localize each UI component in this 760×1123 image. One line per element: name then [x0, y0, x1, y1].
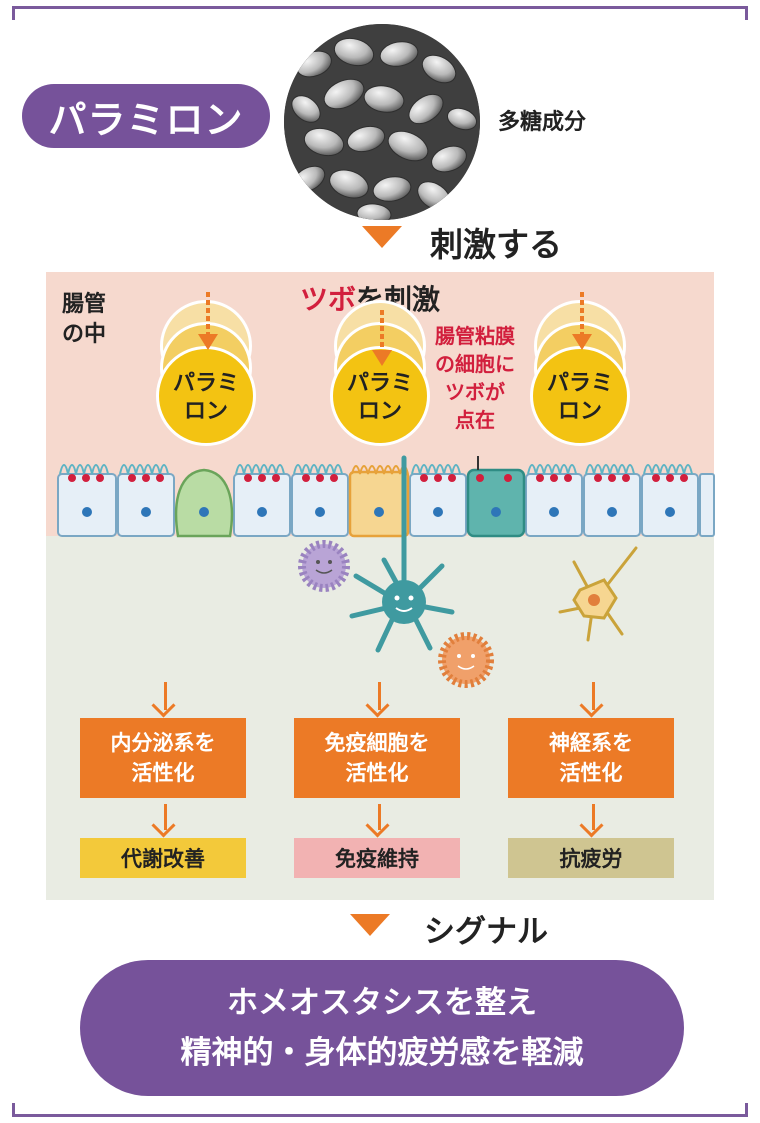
inside-label-line-1: 腸管 [62, 292, 107, 317]
result-arrow-1 [164, 804, 167, 830]
metabolism-result: 代謝改善 [80, 838, 246, 878]
frame-bottom [12, 1103, 748, 1117]
activation-line: 活性化 [559, 761, 623, 785]
inside-label-line-2: の中 [62, 322, 107, 347]
conclusion-pill: ホメオスタシスを整え 精神的・身体的疲労感を軽減 [80, 960, 684, 1096]
nervous-activation-box: 神経系を活性化 [508, 718, 674, 798]
polysaccharide-caption: 多糖成分 [498, 110, 587, 135]
immune-cell [348, 470, 410, 538]
flow-arrow-3 [592, 682, 595, 710]
coin-label-line: パラミ [346, 371, 413, 396]
frame-top [12, 6, 748, 20]
conclusion-line-2: 精神的・身体的疲労感を軽減 [180, 1035, 584, 1071]
result-arrow-3 [592, 804, 595, 830]
activation-line: 神経系を [549, 731, 633, 755]
coin-label-line: ロン [357, 399, 402, 424]
neuro-cell [466, 468, 526, 538]
fatigue-result: 抗疲労 [508, 838, 674, 878]
mucosa-note-line-2: の細胞に [435, 352, 515, 376]
cell-nuclei [82, 507, 675, 517]
mucosa-note-line-4: 点在 [455, 408, 495, 432]
signal-label: シグナル [424, 914, 548, 950]
stimulus-arrows [206, 292, 584, 352]
flow-arrow-2 [378, 682, 381, 710]
result-arrow-2 [378, 804, 381, 830]
orange-microbe [438, 632, 494, 688]
coin-label-line: パラミ [172, 371, 239, 396]
mucosa-note: 腸管粘膜 の細胞に ツボが 点在 [420, 322, 530, 434]
dendritic-cell [349, 455, 455, 653]
granule-texture [284, 24, 480, 220]
conclusion-line-1: ホメオスタシスを整え [227, 985, 537, 1021]
coin-label-line: ロン [557, 399, 602, 424]
paramylon-microscope-photo [284, 24, 480, 220]
flow-arrow-1 [164, 682, 167, 710]
stimulate-label: 刺激する [430, 225, 562, 264]
activation-line: 内分泌系を [110, 731, 216, 755]
immune-result: 免疫維持 [294, 838, 460, 878]
coin-label-line: ロン [183, 399, 228, 424]
diagram-overlay [57, 292, 715, 688]
activation-line: 活性化 [345, 761, 409, 785]
tsubo-stimulation-label: ツボを刺激 [300, 278, 440, 318]
paramylon-coin-stack-2: パラミロン [328, 300, 438, 460]
paramylon-title-pill: パラミロン [22, 84, 270, 148]
paramylon-coin-stack-3: パラミロン [528, 300, 638, 460]
tsubo-word: ツボ [300, 283, 357, 316]
tsubo-red-dots [68, 474, 688, 482]
mucosa-note-line-1: 腸管粘膜 [435, 324, 515, 348]
endocrine-activation-box: 内分泌系を活性化 [80, 718, 246, 798]
epithelium-cells [57, 473, 715, 537]
activation-line: 活性化 [131, 761, 195, 785]
activation-line: 免疫細胞を [324, 731, 430, 755]
coin-label-line: パラミ [546, 371, 613, 396]
mucosa-note-line-3: ツボが [445, 380, 505, 404]
endocrine-cell [174, 468, 234, 538]
stimulate-arrow [362, 226, 402, 248]
signal-arrow [350, 914, 390, 936]
immune-activation-box: 免疫細胞を活性化 [294, 718, 460, 798]
inside-intestine-label: 腸管 の中 [62, 290, 106, 350]
purple-microbe [298, 540, 350, 592]
